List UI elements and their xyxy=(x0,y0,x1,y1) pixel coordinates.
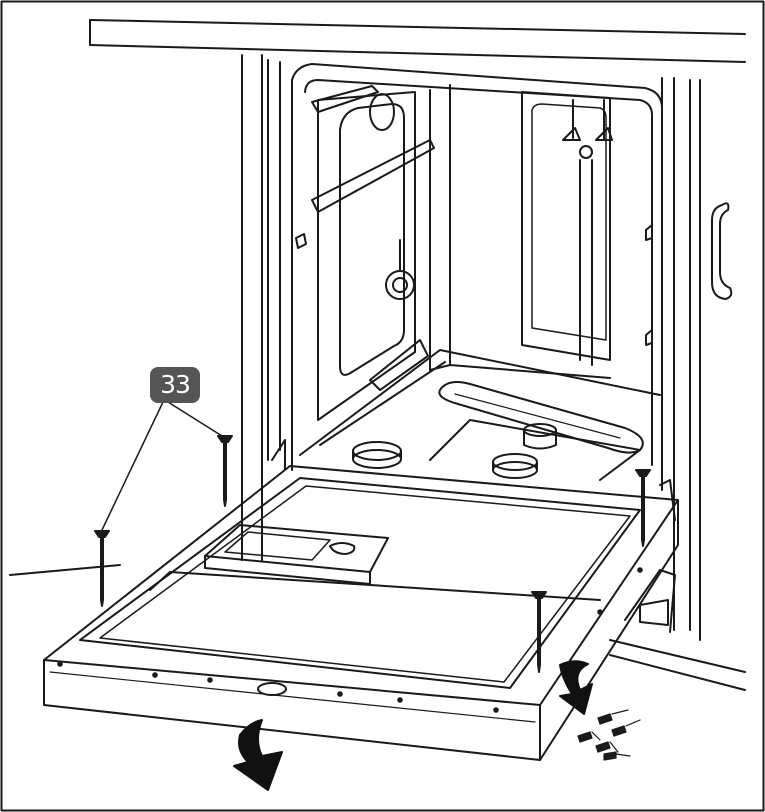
countertop xyxy=(89,19,746,63)
floor xyxy=(9,564,746,691)
cabinet-right xyxy=(661,77,701,641)
cabinet-handle xyxy=(711,202,733,300)
callout-leader-lines xyxy=(101,401,223,531)
down-arrow-icon xyxy=(233,719,283,791)
dishwasher-door xyxy=(43,465,679,761)
screw-icon xyxy=(217,435,233,507)
screw-icon xyxy=(635,469,651,547)
screw-icon xyxy=(531,591,547,673)
side-bracket xyxy=(624,569,676,633)
screw-icon xyxy=(94,530,110,607)
callout-badge: 33 xyxy=(150,367,200,403)
spray-arm xyxy=(438,381,644,454)
screw-icon xyxy=(577,709,641,761)
cabinet-left xyxy=(241,54,281,561)
down-arrow-icon xyxy=(559,660,593,715)
tub-interior xyxy=(291,63,663,481)
